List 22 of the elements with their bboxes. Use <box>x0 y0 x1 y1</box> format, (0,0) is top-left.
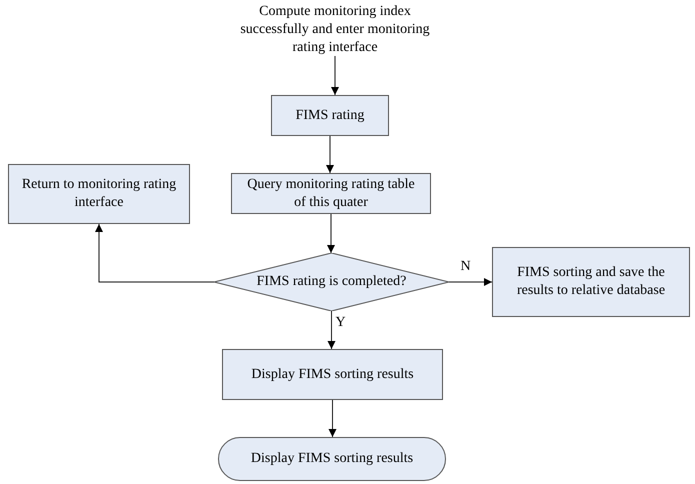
arrow <box>448 278 492 286</box>
arrow <box>328 310 336 350</box>
node-text: Query monitoring rating table of this quater <box>246 176 416 212</box>
decision-diamond <box>214 253 449 311</box>
node-text: FIMS rating <box>294 106 366 124</box>
arrow <box>95 224 214 282</box>
process-box <box>492 247 690 317</box>
process-box <box>222 349 443 400</box>
node-text: FIMS rating is completed? <box>256 273 406 291</box>
arrow <box>331 56 339 96</box>
node-text: FIMS sorting and save the results to relative database <box>516 264 666 300</box>
node-text: Display FIMS sorting results <box>250 366 415 384</box>
node-text: Display FIMS sorting results <box>250 450 414 468</box>
node-text: Compute monitoring index successfully and enter monitoring rating interface <box>239 3 431 57</box>
process-box <box>231 173 431 214</box>
arrow <box>327 214 335 254</box>
terminal-box <box>218 437 446 481</box>
arrow <box>326 136 334 174</box>
process-box <box>271 95 389 136</box>
arrow <box>328 400 336 438</box>
node-text: Return to monitoring rating interface <box>20 176 178 212</box>
process-box <box>8 164 190 224</box>
